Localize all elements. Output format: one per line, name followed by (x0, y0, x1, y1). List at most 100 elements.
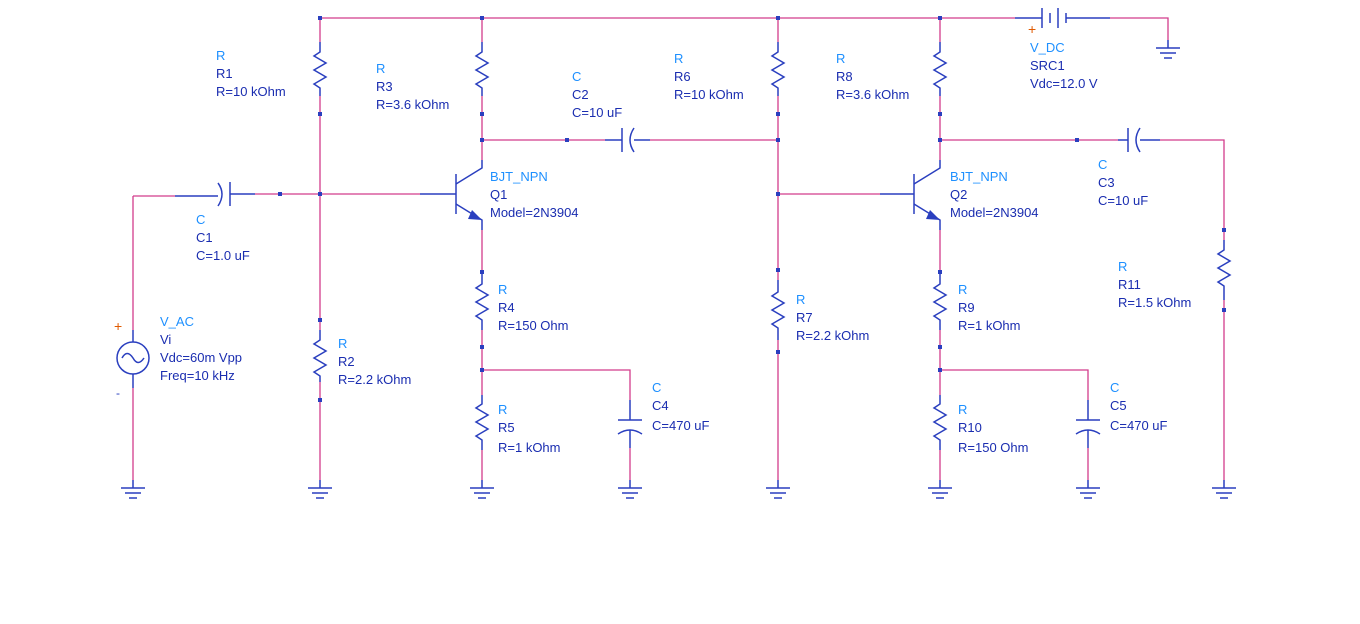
label-c5: C C5 C=470 uF (1110, 380, 1168, 433)
capacitor-c5[interactable] (1075, 400, 1101, 448)
r4-name: R4 (498, 300, 515, 315)
label-vdc: V_DC SRC1 Vdc=12.0 V (1030, 40, 1098, 91)
junction-dots (278, 16, 1226, 402)
r11-type: R (1118, 259, 1127, 274)
resistor-r7[interactable] (770, 280, 786, 340)
c4-value: C=470 uF (652, 418, 710, 433)
resistor-r5[interactable] (474, 395, 490, 450)
r1-value: R=10 kOhm (216, 84, 286, 99)
transistor-q2[interactable] (880, 160, 941, 230)
vdc-value: Vdc=12.0 V (1030, 76, 1098, 91)
resistor-r10[interactable] (932, 395, 948, 450)
r8-type: R (836, 51, 845, 66)
resistor-r8[interactable] (932, 42, 948, 96)
r8-name: R8 (836, 69, 853, 84)
r9-name: R9 (958, 300, 975, 315)
svg-text:-: - (116, 386, 120, 400)
r11-value: R=1.5 kOhm (1118, 295, 1191, 310)
r10-name: R10 (958, 420, 982, 435)
r5-value: R=1 kOhm (498, 440, 561, 455)
q2-name: Q2 (950, 187, 967, 202)
label-r7: R R7 R=2.2 kOhm (796, 292, 869, 343)
label-r11: R R11 R=1.5 kOhm (1118, 259, 1191, 310)
r4-type: R (498, 282, 507, 297)
c2-type: C (572, 69, 581, 84)
label-c4: C C4 C=470 uF (652, 380, 710, 433)
q1-name: Q1 (490, 187, 507, 202)
r1-type: R (216, 48, 225, 63)
resistor-r1[interactable] (312, 42, 328, 96)
c1-type: C (196, 212, 205, 227)
r1-name: R1 (216, 66, 233, 81)
capacitor-c1[interactable] (175, 182, 255, 207)
label-q1: BJT_NPN Q1 Model=2N3904 (490, 169, 579, 220)
capacitor-c2[interactable] (605, 127, 650, 153)
ac-source-vi[interactable]: + - (114, 318, 150, 400)
vac-type: V_AC (160, 314, 194, 329)
capacitor-c4[interactable] (617, 400, 643, 448)
svg-text:+: + (1028, 21, 1036, 37)
label-q2: BJT_NPN Q2 Model=2N3904 (950, 169, 1039, 220)
c5-name: C5 (1110, 398, 1127, 413)
vac-name: Vi (160, 332, 171, 347)
c4-type: C (652, 380, 661, 395)
label-r4: R R4 R=150 Ohm (498, 282, 568, 333)
label-r8: R R8 R=3.6 kOhm (836, 51, 909, 102)
label-r1: R R1 R=10 kOhm (216, 48, 286, 99)
r10-type: R (958, 402, 967, 417)
c1-value: C=1.0 uF (196, 248, 250, 263)
vdc-name: SRC1 (1030, 58, 1065, 73)
r4-value: R=150 Ohm (498, 318, 568, 333)
r3-name: R3 (376, 79, 393, 94)
c2-name: C2 (572, 87, 589, 102)
label-r9: R R9 R=1 kOhm (958, 282, 1021, 333)
c5-value: C=470 uF (1110, 418, 1168, 433)
label-c2: C C2 C=10 uF (572, 69, 622, 120)
q2-type: BJT_NPN (950, 169, 1008, 184)
r9-type: R (958, 282, 967, 297)
label-vac: V_AC Vi Vdc=60m Vpp Freq=10 kHz (160, 314, 242, 383)
vdc-type: V_DC (1030, 40, 1065, 55)
label-r6: R R6 R=10 kOhm (674, 51, 744, 102)
c1-name: C1 (196, 230, 213, 245)
wires (132, 17, 1225, 480)
label-r5: R R5 R=1 kOhm (498, 402, 561, 455)
transistor-q1[interactable] (420, 160, 483, 230)
r2-name: R2 (338, 354, 355, 369)
r7-type: R (796, 292, 805, 307)
r11-name: R11 (1118, 277, 1141, 292)
r8-value: R=3.6 kOhm (836, 87, 909, 102)
r3-type: R (376, 61, 385, 76)
resistor-r11[interactable] (1216, 240, 1232, 300)
label-r2: R R2 R=2.2 kOhm (338, 336, 411, 387)
r6-name: R6 (674, 69, 691, 84)
r6-value: R=10 kOhm (674, 87, 744, 102)
resistor-r9[interactable] (932, 272, 948, 330)
c5-type: C (1110, 380, 1119, 395)
c3-type: C (1098, 157, 1107, 172)
label-r10: R R10 R=150 Ohm (958, 402, 1028, 455)
label-c1: C C1 C=1.0 uF (196, 212, 250, 263)
r2-value: R=2.2 kOhm (338, 372, 411, 387)
c3-name: C3 (1098, 175, 1115, 190)
resistor-r6[interactable] (770, 42, 786, 96)
dc-source-src1[interactable]: + (1015, 8, 1110, 37)
c4-name: C4 (652, 398, 669, 413)
q1-value: Model=2N3904 (490, 205, 579, 220)
capacitor-c3[interactable] (1118, 127, 1160, 153)
resistor-r4[interactable] (474, 272, 490, 330)
r9-value: R=1 kOhm (958, 318, 1021, 333)
label-r3: R R3 R=3.6 kOhm (376, 61, 449, 112)
resistor-r2[interactable] (312, 330, 328, 382)
vac-freq: Freq=10 kHz (160, 368, 235, 383)
q1-type: BJT_NPN (490, 169, 548, 184)
vac-value: Vdc=60m Vpp (160, 350, 242, 365)
resistor-r3[interactable] (474, 42, 490, 96)
r5-name: R5 (498, 420, 515, 435)
svg-text:+: + (114, 318, 122, 334)
c2-value: C=10 uF (572, 105, 622, 120)
q2-value: Model=2N3904 (950, 205, 1039, 220)
r5-type: R (498, 402, 507, 417)
c3-value: C=10 uF (1098, 193, 1148, 208)
